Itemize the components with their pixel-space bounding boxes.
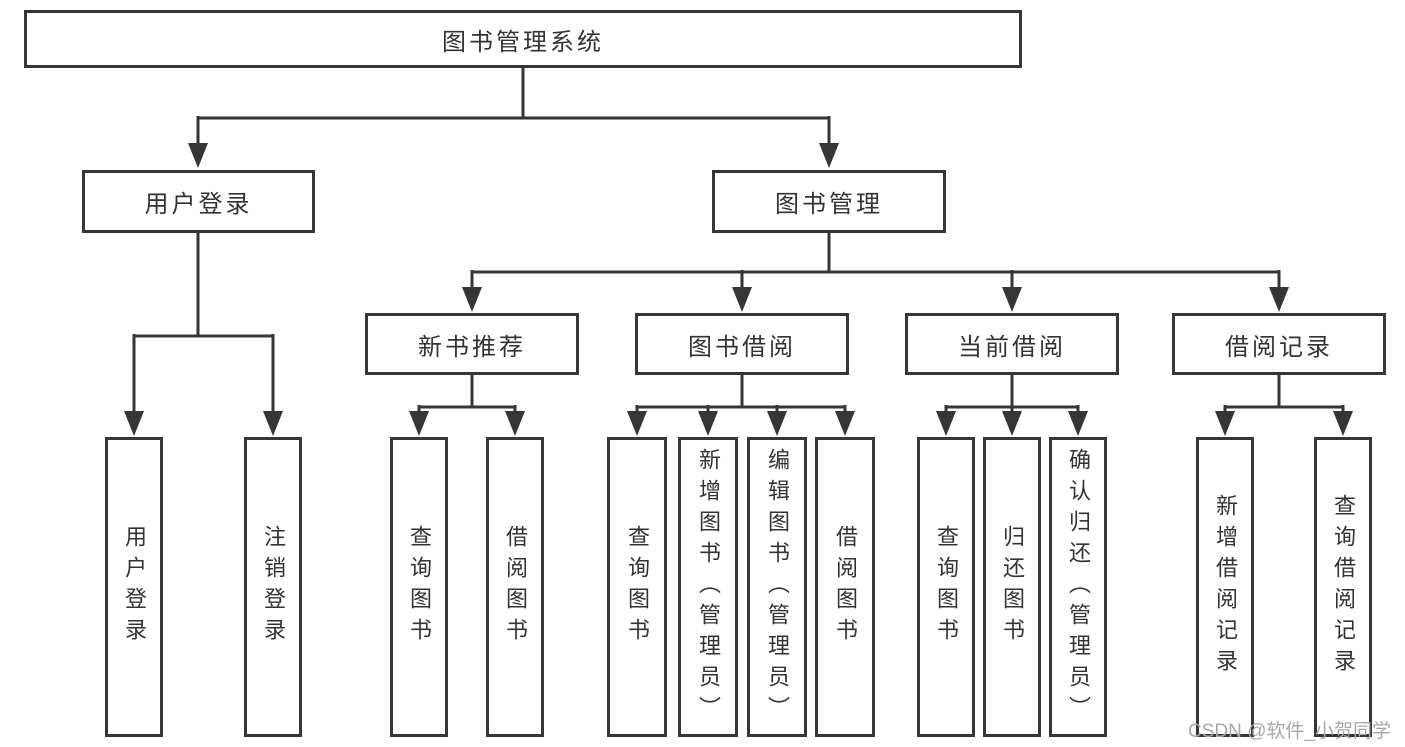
node-label: 当前借阅: [958, 333, 1066, 361]
node-label: 用户登录: [122, 525, 147, 649]
node-label: 图书借阅: [688, 333, 796, 361]
node-book-management: 图书管理: [712, 170, 946, 233]
node-label: 编辑图书（管理员）: [765, 447, 790, 727]
leaf-return-books: 归还图书: [983, 437, 1041, 737]
node-label: 用户登录: [144, 191, 253, 218]
node-label: 新增图书（管理员）: [696, 447, 721, 727]
node-book-borrowing: 图书借阅: [635, 313, 849, 375]
leaf-search-borrow-record: 查询借阅记录: [1314, 437, 1372, 737]
node-label: 图书管理: [775, 191, 883, 218]
node-label: 注销登录: [261, 525, 286, 649]
node-borrowing-records: 借阅记录: [1172, 313, 1386, 375]
node-current-borrowing: 当前借阅: [905, 313, 1119, 375]
node-label: 确认归还（管理员）: [1066, 447, 1091, 727]
node-label: 查询图书: [407, 525, 432, 649]
node-label: 查询图书: [934, 525, 959, 649]
node-label: 归还图书: [1000, 525, 1025, 649]
node-label: 图书管理系统: [442, 28, 604, 56]
node-label: 借阅记录: [1225, 333, 1333, 361]
leaf-search-books-recommend: 查询图书: [390, 437, 448, 737]
leaf-logout: 注销登录: [244, 437, 302, 737]
leaf-search-books-borrowing: 查询图书: [607, 437, 667, 737]
leaf-confirm-return-admin: 确认归还（管理员）: [1049, 437, 1107, 737]
leaf-add-borrow-record: 新增借阅记录: [1196, 437, 1254, 737]
leaf-borrow-books: 借阅图书: [815, 437, 875, 737]
node-user-login: 用户登录: [82, 170, 315, 233]
leaf-user-login: 用户登录: [105, 437, 163, 737]
leaf-edit-books-admin: 编辑图书（管理员）: [747, 437, 807, 737]
leaf-borrow-books-recommend: 借阅图书: [486, 437, 544, 737]
leaf-search-books-current: 查询图书: [917, 437, 975, 737]
node-label: 新增借阅记录: [1213, 494, 1238, 680]
node-label: 借阅图书: [833, 525, 858, 649]
node-label: 查询图书: [625, 525, 650, 649]
node-library-management-system: 图书管理系统: [24, 10, 1022, 68]
node-label: 借阅图书: [503, 525, 528, 649]
node-label: 查询借阅记录: [1331, 494, 1356, 680]
csdn-watermark: CSDN @软件_小贺同学: [1188, 721, 1391, 742]
leaf-add-books-admin: 新增图书（管理员）: [678, 437, 738, 737]
node-new-book-recommendation: 新书推荐: [365, 313, 579, 375]
node-label: 新书推荐: [418, 333, 526, 361]
